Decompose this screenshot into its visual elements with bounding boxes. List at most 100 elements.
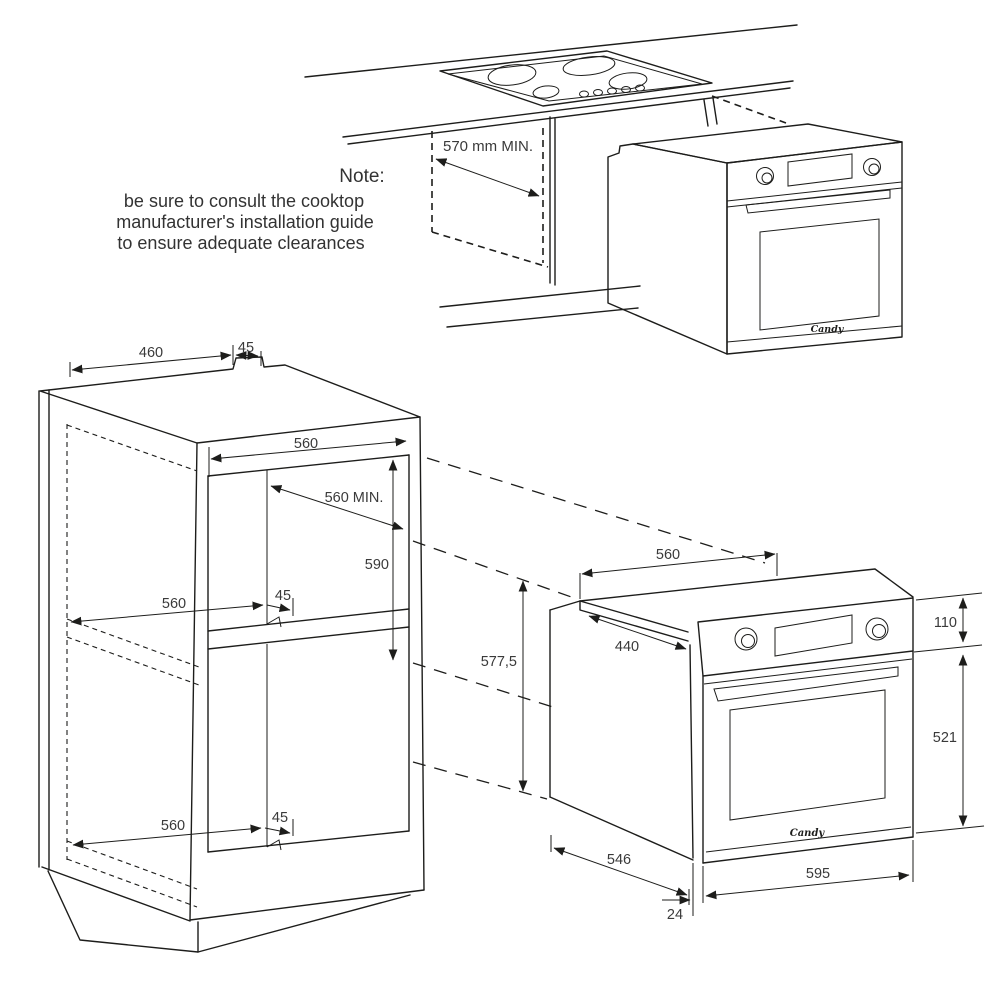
dim-label-oven-546: 546 bbox=[607, 852, 631, 868]
dim-line-oven-440 bbox=[588, 615, 687, 650]
oven-bottom-right: Candy bbox=[549, 568, 914, 864]
clearance-label: 570 mm MIN. bbox=[443, 138, 533, 155]
dim-label-oven-521: 521 bbox=[933, 730, 957, 746]
oven2-door-bottom-line bbox=[705, 826, 912, 853]
dim-line-560-floor bbox=[72, 824, 262, 849]
dim-label-oven-560: 560 bbox=[656, 547, 680, 563]
burner-small-left bbox=[532, 85, 560, 99]
oven1-door-window bbox=[759, 218, 880, 331]
cabinet-drawing bbox=[38, 356, 425, 953]
floor-line-1 bbox=[439, 285, 641, 308]
dim-label-590: 590 bbox=[365, 557, 389, 573]
oven2-brand-logo: Candy bbox=[790, 828, 826, 839]
cabinet-shelf-bottom-edge bbox=[207, 626, 410, 650]
dim-line-460 bbox=[71, 351, 232, 374]
dim-label-oven-595: 595 bbox=[806, 866, 830, 882]
oven2-top-back-edge bbox=[579, 568, 914, 602]
floor-line-2 bbox=[446, 307, 639, 328]
cabinet-opening-top bbox=[207, 454, 410, 477]
burner-large-right bbox=[562, 56, 616, 76]
dim-line-oven-546 bbox=[553, 847, 688, 896]
cabinet-hidden-floor-edge-1 bbox=[66, 840, 198, 890]
oven-dimensions: 560 440 110 521 577,5 546 595 24 bbox=[481, 547, 985, 923]
dim-label-560-shelf: 560 bbox=[162, 596, 186, 612]
cooktop-knob-3 bbox=[607, 87, 617, 95]
projection-line-3 bbox=[412, 662, 557, 709]
oven2-door-bottom-edge bbox=[702, 836, 914, 864]
note-title: Note: bbox=[339, 166, 384, 187]
oven2-display bbox=[774, 614, 853, 657]
oven2-knob-right bbox=[865, 617, 889, 641]
projection-lines bbox=[412, 457, 766, 800]
ext-line bbox=[915, 592, 983, 601]
cabinet-plinth-right bbox=[197, 894, 411, 953]
oven2-door-window bbox=[729, 689, 886, 821]
ext-line bbox=[915, 825, 985, 834]
cabinet-hidden-shelf-edge-1 bbox=[66, 618, 200, 668]
oven1-panel-bottom-1 bbox=[726, 181, 903, 202]
dim-line-560-shelf bbox=[70, 601, 264, 626]
cooktop-knob-1 bbox=[579, 90, 589, 98]
oven1-knob-right bbox=[863, 158, 881, 176]
cooktop-inner-frame bbox=[447, 55, 703, 102]
note-line-3: to ensure adequate clearances bbox=[117, 233, 364, 253]
burner-large-left bbox=[487, 64, 537, 86]
oven1-knob-left bbox=[756, 167, 774, 185]
oven2-front-left-edge bbox=[689, 644, 694, 859]
dim-label-560-floor: 560 bbox=[161, 818, 185, 834]
cabinet-left-bottom-edge bbox=[41, 866, 191, 922]
note-line-2: manufacturer's installation guide bbox=[116, 212, 374, 232]
break-mark-1 bbox=[703, 99, 709, 127]
oven1-left-side bbox=[607, 143, 728, 355]
oven2-left-top-edge bbox=[549, 600, 581, 611]
oven2-knob-right-inner bbox=[872, 624, 886, 638]
dim-label-oven-24: 24 bbox=[667, 907, 683, 923]
dim-line-oven-560 bbox=[581, 550, 776, 578]
countertop bbox=[304, 24, 798, 145]
oven2-top-thickness bbox=[579, 600, 689, 642]
note-line-1: be sure to consult the cooktop bbox=[124, 191, 364, 211]
dim-line-45-floor bbox=[264, 826, 291, 836]
counter-back-edge bbox=[304, 24, 798, 78]
oven1-top-face bbox=[632, 123, 903, 164]
clearance-arrow bbox=[435, 158, 540, 197]
projection-to-oven-top bbox=[711, 95, 787, 124]
dim-label-560-top: 560 bbox=[294, 436, 318, 452]
cabinet-hidden-top-edge bbox=[66, 424, 198, 472]
dim-label-oven-110: 110 bbox=[934, 615, 957, 631]
cabinet-dimensions: 460 45 560 560 MIN. 590 560 45 560 45 bbox=[69, 340, 407, 849]
dim-label-45-top: 45 bbox=[238, 340, 254, 356]
cooktop-knob-2 bbox=[593, 89, 603, 96]
dim-line-45-shelf bbox=[266, 603, 291, 613]
cabinet-floor-edge bbox=[207, 830, 410, 853]
cabinet-top-face bbox=[39, 356, 421, 444]
dim-label-560min: 560 MIN. bbox=[325, 490, 384, 506]
burner-medium-right bbox=[608, 72, 648, 90]
oven1-knob-left-inner bbox=[761, 172, 773, 184]
projection-line-1 bbox=[426, 457, 766, 564]
oven2-bottom-left-edge bbox=[549, 796, 694, 861]
oven2-door-top-line bbox=[703, 658, 913, 685]
cabinet-shelf-top-edge bbox=[207, 608, 410, 632]
projection-line-2 bbox=[412, 540, 578, 600]
cooktop bbox=[439, 50, 713, 107]
oven1-handle bbox=[745, 189, 891, 214]
cooktop-knob-5 bbox=[635, 84, 645, 92]
oven-top-right: Candy bbox=[607, 123, 903, 355]
oven2-top-left-edge bbox=[579, 600, 689, 633]
dim-line-oven-595 bbox=[705, 871, 910, 900]
projection-line-4 bbox=[412, 761, 548, 800]
note: Note: be sure to consult the cooktop man… bbox=[116, 166, 385, 253]
dim-label-45-floor: 45 bbox=[272, 810, 288, 826]
oven2-knob-left-inner bbox=[741, 634, 755, 648]
cabinet-hidden-shelf-edge-2 bbox=[66, 636, 200, 686]
oven2-knob-left bbox=[734, 627, 758, 651]
dim-label-45-shelf: 45 bbox=[275, 588, 291, 604]
cooktop-outer-frame bbox=[439, 50, 713, 107]
dim-label-577: 577,5 bbox=[481, 654, 517, 670]
cooktop-knob-4 bbox=[621, 86, 631, 93]
counter-front-edge-bottom bbox=[347, 87, 791, 145]
oven1-brand-logo: Candy bbox=[811, 324, 845, 335]
